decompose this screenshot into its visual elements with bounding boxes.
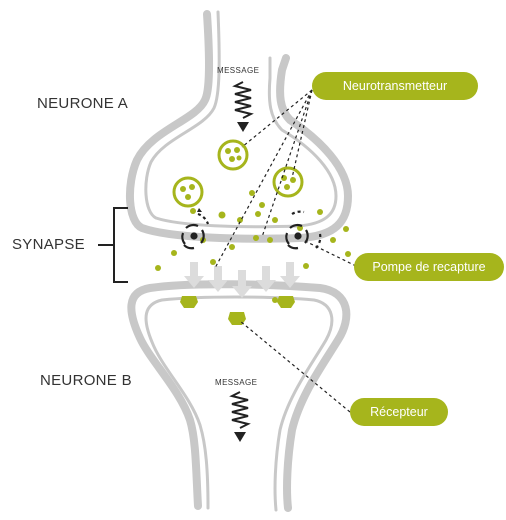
release-arrows: [184, 262, 300, 298]
neurone-a-shape: [130, 12, 348, 239]
receptors: [180, 296, 295, 325]
synapse-bracket: [98, 208, 128, 282]
vesicles: [174, 141, 302, 206]
callout-neurotransmetteur: Neurotransmetteur: [312, 72, 478, 100]
message-zigzags: [232, 82, 251, 442]
callout-pompe-de-recapture: Pompe de recapture: [354, 253, 504, 281]
label-message-bottom: MESSAGE: [215, 378, 257, 387]
leader-lines: [215, 90, 356, 412]
label-neurone-a: NEURONE A: [37, 95, 128, 112]
label-neurone-b: NEURONE B: [40, 372, 132, 389]
callout-recepteur: Récepteur: [350, 398, 448, 426]
label-synapse: SYNAPSE: [12, 236, 85, 253]
label-message-top: MESSAGE: [217, 66, 259, 75]
